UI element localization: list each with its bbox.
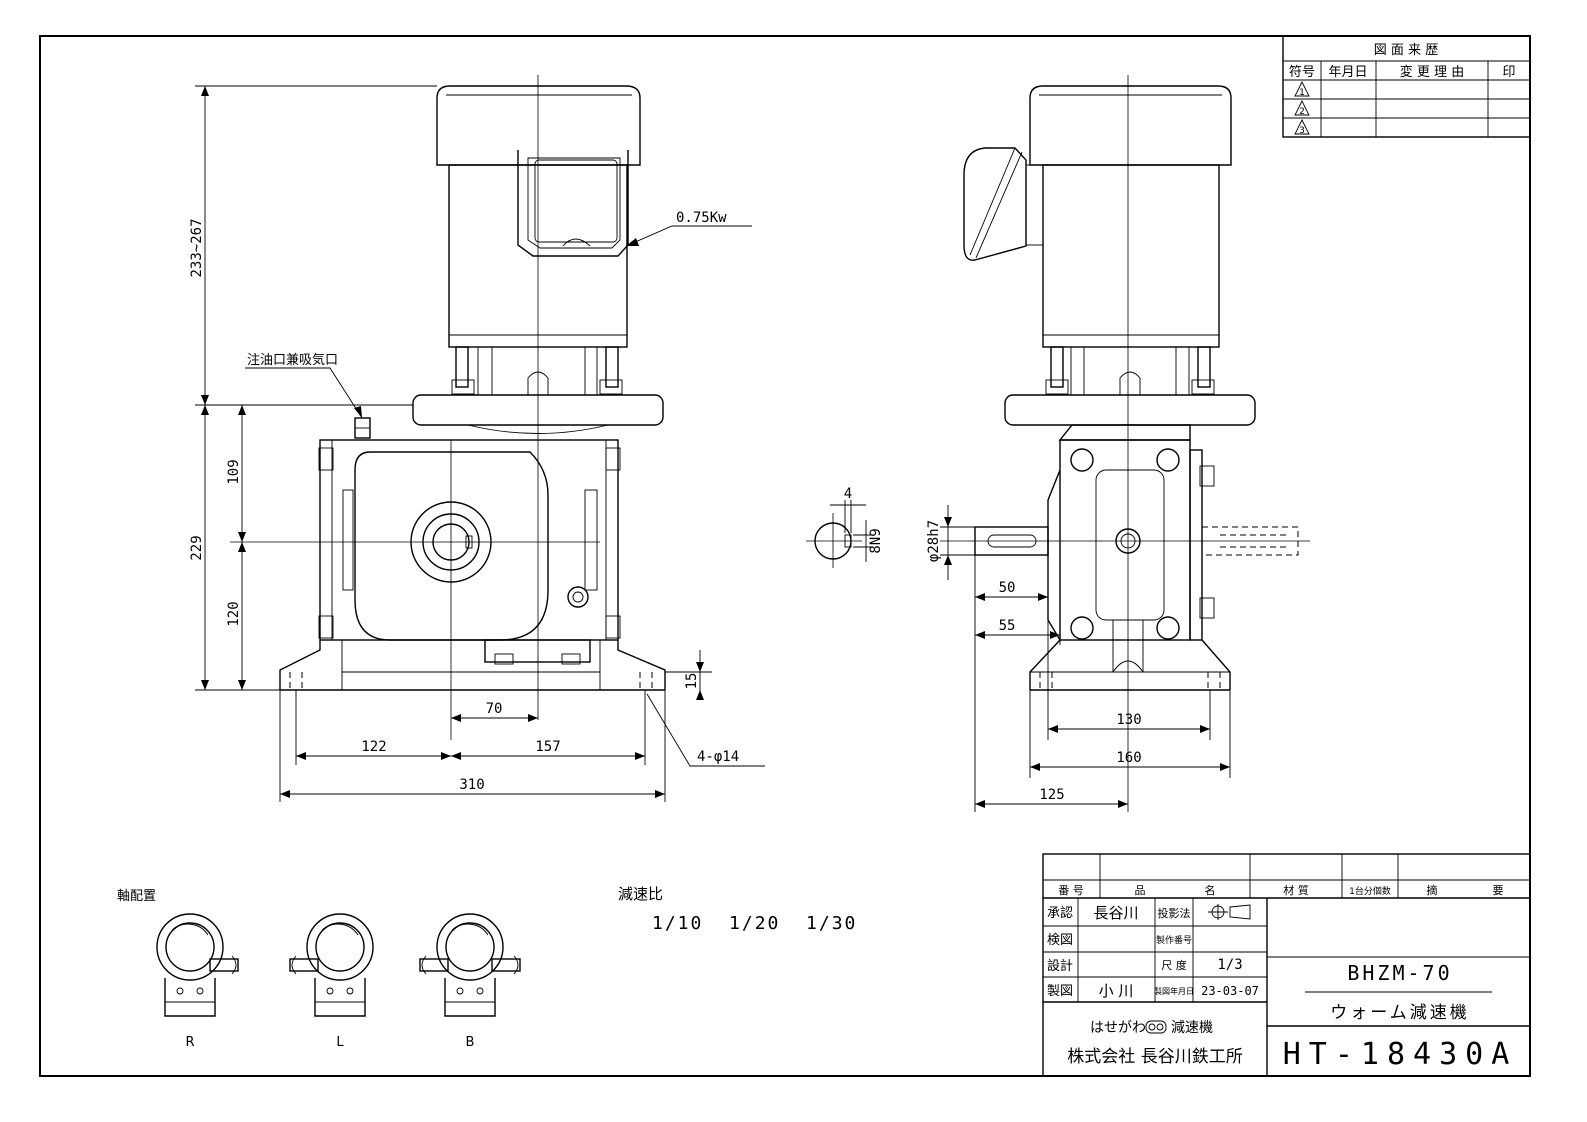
- shaft-arrangement: 軸配置 R L: [117, 889, 521, 1050]
- tb-drawn-label: 製図: [1047, 984, 1073, 999]
- wheel-cover: [354, 451, 549, 641]
- title-block: 番 号 品 名 材 質 1台分個数 摘 要 承認 長谷川 投影法 検図 製作番号…: [1042, 853, 1531, 1077]
- dim-120: 120: [226, 601, 242, 626]
- key-tolerance-dim: 8N9: [868, 528, 884, 553]
- tb-brand-suffix: 減速機: [1171, 1019, 1213, 1036]
- terminal-box: [517, 150, 629, 257]
- dim-overall-height: 233~267: [189, 218, 205, 277]
- third-angle-projection-icon: [1208, 904, 1251, 920]
- motor-body-side: [1042, 164, 1220, 348]
- drain-plug: [567, 586, 589, 608]
- shaft-arrangement-title: 軸配置: [117, 889, 156, 904]
- dim-50: 50: [999, 580, 1016, 596]
- tb-date-value: 23-03-07: [1201, 984, 1259, 998]
- key-width-dim: 4: [844, 486, 852, 502]
- tb-drawn-name: 小 川: [1099, 982, 1134, 1000]
- drawing-frame: [39, 35, 1531, 1077]
- dim-55: 55: [999, 618, 1016, 634]
- oil-port-label: 注油口兼吸気口: [247, 352, 338, 368]
- reduction-ratio: 減速比 1/10 1/20 1/30: [618, 885, 857, 934]
- tb-header-number: 番 号: [1058, 884, 1084, 897]
- tb-approved-name: 長谷川: [1093, 904, 1138, 922]
- tb-header-material: 材 質: [1283, 883, 1309, 897]
- dim-122: 122: [361, 739, 386, 755]
- shaft-key-detail: 4 8N9: [806, 486, 884, 568]
- tb-approved-label: 承認: [1047, 905, 1073, 921]
- motor-fan-cover: [436, 85, 641, 166]
- tb-scale-value: 1/3: [1217, 957, 1242, 973]
- company-logo-icon: [1145, 1020, 1167, 1034]
- tb-scale-label: 尺 度: [1161, 958, 1187, 972]
- tb-header-qty: 1台分個数: [1349, 885, 1391, 897]
- side-view: φ28h7 50 55 130 160 125: [926, 75, 1310, 812]
- revision-table: 図 面 来 歴 符号 年月日 変 更 理 由 印 1 2 3: [1282, 35, 1531, 138]
- tb-checked-label: 検図: [1047, 933, 1073, 948]
- tb-header-item: 品: [1135, 884, 1146, 897]
- arrangement-label-r: R: [185, 1035, 194, 1050]
- dim-229: 229: [189, 535, 205, 560]
- dim-160: 160: [1116, 750, 1141, 766]
- reduction-ratio-title: 減速比: [618, 885, 663, 903]
- revision-header-symbol: 符号: [1289, 64, 1315, 80]
- revision-triangle-3: 3: [1294, 118, 1310, 136]
- reduction-ratio-values: 1/10 1/20 1/30: [652, 913, 857, 934]
- tb-product-name: ウォーム減速機: [1330, 1003, 1470, 1023]
- revision-header-date: 年月日: [1328, 65, 1367, 80]
- tb-drawing-number: HT-18430A: [1283, 1037, 1518, 1072]
- tb-design-label: 設計: [1047, 958, 1073, 974]
- dim-310: 310: [459, 777, 484, 793]
- dim-130: 130: [1116, 712, 1141, 728]
- tb-model: BHZM-70: [1347, 961, 1452, 985]
- arrangement-l: L: [289, 913, 374, 1050]
- dim-125: 125: [1039, 787, 1064, 803]
- svg-text:2: 2: [1299, 107, 1305, 117]
- motor-flange-side: [1004, 394, 1256, 426]
- arrangement-label-b: B: [466, 1035, 475, 1050]
- dim-157: 157: [535, 739, 560, 755]
- revision-header-seal: 印: [1502, 65, 1515, 80]
- dim-shaft-diameter: φ28h7: [926, 520, 942, 562]
- arrangement-b: B: [419, 913, 521, 1050]
- revision-triangle-2: 2: [1294, 99, 1310, 117]
- dim-15: 15: [684, 673, 700, 690]
- dim-mounting-holes: 4-φ14: [697, 749, 739, 765]
- tb-header-summary: 要: [1493, 884, 1504, 897]
- dim-109: 109: [226, 459, 242, 484]
- arrangement-r: R: [156, 913, 239, 1050]
- revision-title: 図 面 来 歴: [1374, 43, 1438, 58]
- dim-70: 70: [486, 701, 503, 717]
- revision-triangle-1: 1: [1294, 80, 1310, 98]
- tb-serial-label: 製作番号: [1156, 934, 1192, 946]
- tb-company: 株式会社 長谷川鉄工所: [1067, 1047, 1242, 1067]
- tb-header-name: 名: [1205, 883, 1216, 897]
- svg-text:1: 1: [1299, 88, 1305, 98]
- arrangement-label-l: L: [336, 1035, 344, 1050]
- tb-projection-label: 投影法: [1158, 906, 1191, 920]
- front-view: 233~267 109 229 120 70 122 157 310 15 4-…: [189, 75, 765, 802]
- revision-header-reason: 変 更 理 由: [1400, 64, 1464, 80]
- svg-text:3: 3: [1299, 126, 1305, 136]
- tb-date-label: 製図年月日: [1154, 986, 1194, 996]
- tb-brand: はせがわ: [1090, 1020, 1146, 1036]
- motor-power-label: 0.75Kw: [676, 210, 727, 226]
- motor-fan-cover-side: [1029, 85, 1232, 166]
- tb-header-remark: 摘: [1427, 883, 1438, 897]
